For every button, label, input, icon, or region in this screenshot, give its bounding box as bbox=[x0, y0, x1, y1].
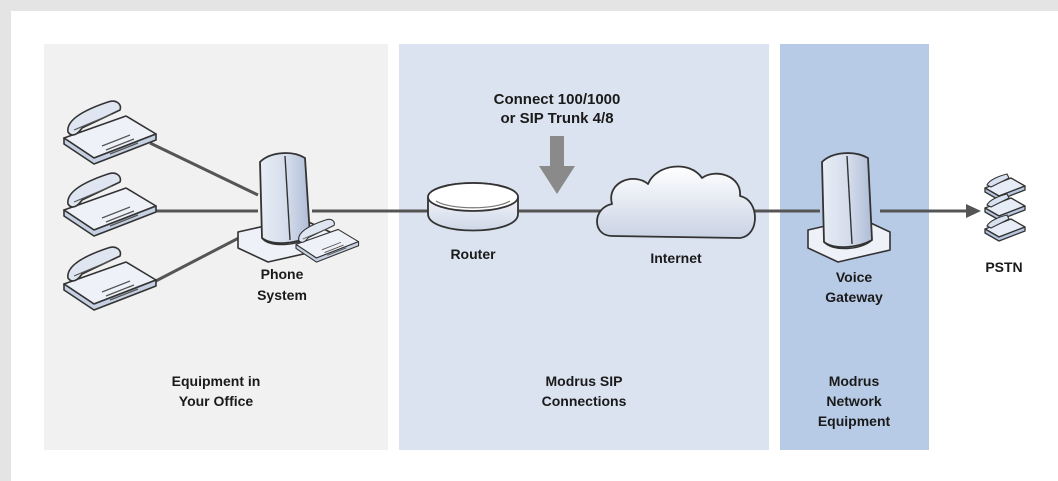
phone-system-label-line-2: System bbox=[257, 287, 307, 303]
zone-sip-label-line-2: Connections bbox=[542, 393, 627, 409]
router-icon bbox=[427, 182, 519, 232]
pstn-arrowhead bbox=[966, 204, 981, 218]
phone-system-label-line-1: Phone bbox=[261, 266, 304, 282]
callout-arrow bbox=[539, 136, 575, 194]
voice-gateway-icon bbox=[807, 152, 891, 263]
zone-network-label-line-2: Network bbox=[826, 393, 881, 409]
callout-line-1: Connect 100/1000 bbox=[494, 91, 621, 108]
phone-system-icon bbox=[237, 152, 360, 263]
callout-line-2: or SIP Trunk 4/8 bbox=[500, 110, 613, 127]
pstn-label: PSTN bbox=[985, 259, 1022, 275]
router-label: Router bbox=[450, 246, 496, 262]
zone-sip-connections bbox=[399, 44, 769, 450]
pstn-phones-icon bbox=[984, 173, 1026, 242]
line-phone1-to-system bbox=[149, 141, 259, 197]
voice-gateway-label-line-2: Gateway bbox=[825, 289, 883, 305]
zone-office-label-line-1: Equipment in bbox=[172, 373, 261, 389]
internet-label: Internet bbox=[650, 250, 702, 266]
voice-gateway-label-line-1: Voice bbox=[836, 269, 873, 285]
zone-office-label-line-2: Your Office bbox=[179, 393, 254, 409]
zone-network-label-line-1: Modrus bbox=[829, 373, 880, 389]
zone-sip-label-line-1: Modrus SIP bbox=[545, 373, 622, 389]
internet-cloud-icon bbox=[596, 165, 756, 239]
zone-network-label-line-3: Equipment bbox=[818, 413, 891, 429]
